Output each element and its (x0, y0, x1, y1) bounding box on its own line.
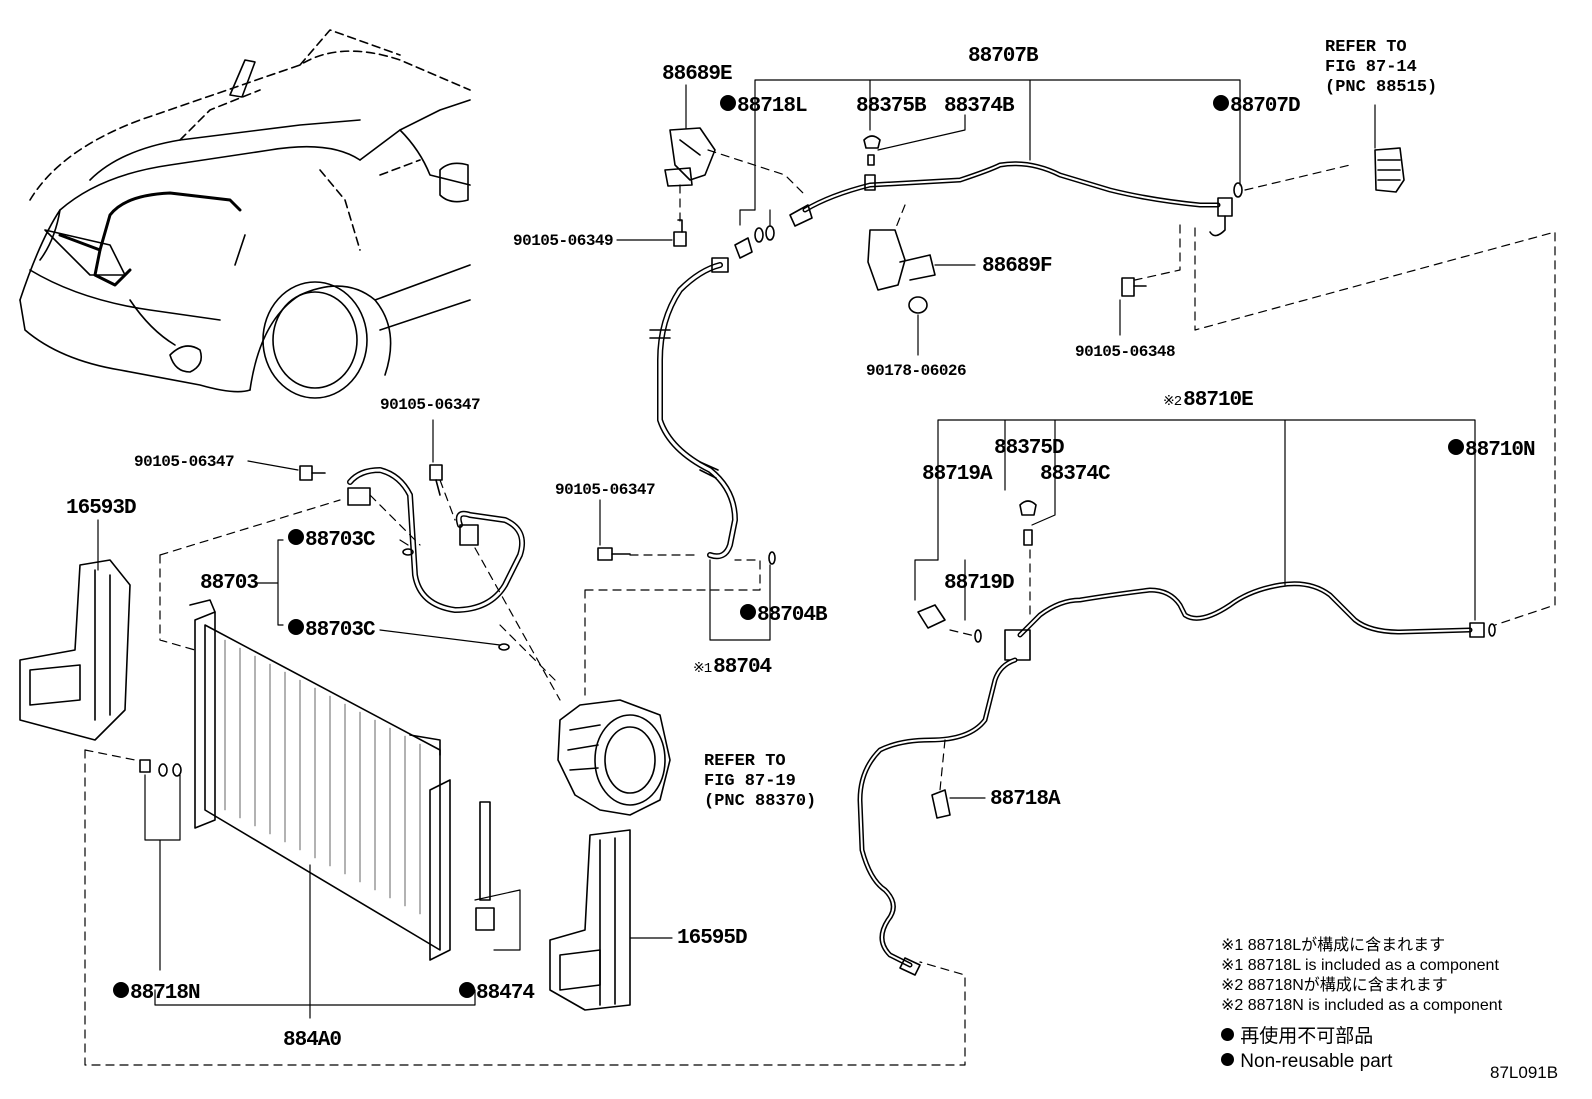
label-88707D: 88707D (1213, 95, 1301, 118)
refer-line-2: FIG 87-14 (1325, 58, 1417, 77)
label-text: 88707D (1230, 95, 1301, 118)
non-reusable-dot-icon (1213, 95, 1229, 112)
label-text: 88474 (476, 982, 535, 1005)
seal-16593D (19, 559, 131, 741)
note-line-1: ※1 88718Lが構成に含まれます (1221, 937, 1446, 954)
label-text: 88718L (737, 95, 808, 118)
label-88718A: 88718A (990, 788, 1061, 811)
label-text: 88710N (1465, 439, 1536, 462)
label-text: 88710E (1183, 389, 1254, 412)
label-90178-06026: 90178-06026 (866, 362, 967, 380)
label-88719D: 88719D (944, 572, 1015, 595)
figure-id: 87L091B (1490, 1063, 1559, 1082)
label-88703C-lower: 88703C (288, 619, 376, 642)
label-90105-06349: 90105-06349 (513, 232, 614, 250)
label-88710E: ※288710E (1163, 389, 1254, 412)
non-reusable-dot-icon (1448, 439, 1464, 456)
label-884A0: 884A0 (283, 1029, 342, 1052)
label-88710N: 88710N (1448, 439, 1536, 462)
refer-line-3: (PNC 88370) (704, 792, 817, 811)
label-text: 88704B (757, 604, 828, 627)
legend-english: Non-reusable part (1221, 1052, 1392, 1071)
hose-88703 (299, 464, 526, 651)
label-text: 88703C (305, 529, 376, 552)
legend-text: Non-reusable part (1240, 1051, 1393, 1072)
non-reusable-dot-icon (288, 619, 304, 636)
label-88703: 88703 (200, 572, 259, 595)
suction-hose-88707B (664, 127, 1405, 314)
label-text: 88718N (130, 982, 201, 1005)
leader-lines (97, 79, 1476, 1019)
non-reusable-dot-icon (1221, 1053, 1234, 1067)
label-88374C: 88374C (1040, 463, 1111, 486)
note-line-3: ※2 88718Nが構成に含まれます (1221, 977, 1448, 994)
refer-line-1: REFER TO (704, 752, 786, 771)
legend-text: 再使用不可部品 (1240, 1026, 1374, 1047)
non-reusable-dot-icon (740, 604, 756, 621)
note-mark-2: ※2 (1163, 394, 1182, 410)
liquid-tube-88710E (857, 500, 1496, 976)
label-88375B: 88375B (856, 95, 927, 118)
vehicle-outline-illustration (19, 29, 471, 399)
label-88374B: 88374B (944, 95, 1015, 118)
label-90105-06347-mid: 90105-06347 (555, 481, 656, 499)
refer-line-2: FIG 87-19 (704, 772, 796, 791)
refer-fig-87-19: REFER TO FIG 87-19 (PNC 88370) (704, 752, 816, 812)
label-88689F: 88689F (982, 255, 1053, 278)
label-88375D: 88375D (994, 437, 1065, 460)
label-90105-06348: 90105-06348 (1075, 343, 1176, 361)
label-88474: 88474 (459, 982, 535, 1005)
discharge-hose-88704 (597, 257, 776, 565)
label-88719A: 88719A (922, 463, 993, 486)
note-line-4: ※2 88718N is included as a component (1221, 997, 1503, 1014)
label-90105-06347-left: 90105-06347 (134, 453, 235, 471)
label-88689E: 88689E (662, 63, 733, 86)
refer-fig-87-14: REFER TO FIG 87-14 (PNC 88515) (1325, 38, 1437, 98)
non-reusable-dot-icon (459, 982, 475, 999)
seal-16595D (549, 829, 631, 1011)
label-88703C-upper: 88703C (288, 529, 376, 552)
non-reusable-dot-icon (1221, 1028, 1234, 1042)
compressor (557, 699, 671, 816)
label-88704B: 88704B (740, 604, 828, 627)
note-line-2: ※1 88718L is included as a component (1221, 957, 1499, 974)
label-16593D: 16593D (66, 497, 137, 520)
label-text: 88703C (305, 619, 376, 642)
label-88707B: 88707B (968, 45, 1039, 68)
dashed-guides (84, 149, 1556, 1066)
non-reusable-dot-icon (720, 95, 736, 112)
refer-line-3: (PNC 88515) (1325, 78, 1438, 97)
legend-japanese: 再使用不可部品 (1221, 1027, 1373, 1046)
non-reusable-dot-icon (113, 982, 129, 999)
label-88718N: 88718N (113, 982, 201, 1005)
refer-line-1: REFER TO (1325, 38, 1407, 57)
label-88704: ※188704 (693, 656, 772, 679)
label-16595D: 16595D (677, 927, 748, 950)
condenser (139, 599, 495, 961)
label-90105-06347-top: 90105-06347 (380, 396, 481, 414)
note-mark-1: ※1 (693, 661, 712, 677)
label-text: 88704 (713, 656, 772, 679)
label-88718L: 88718L (720, 95, 808, 118)
non-reusable-dot-icon (288, 529, 304, 546)
